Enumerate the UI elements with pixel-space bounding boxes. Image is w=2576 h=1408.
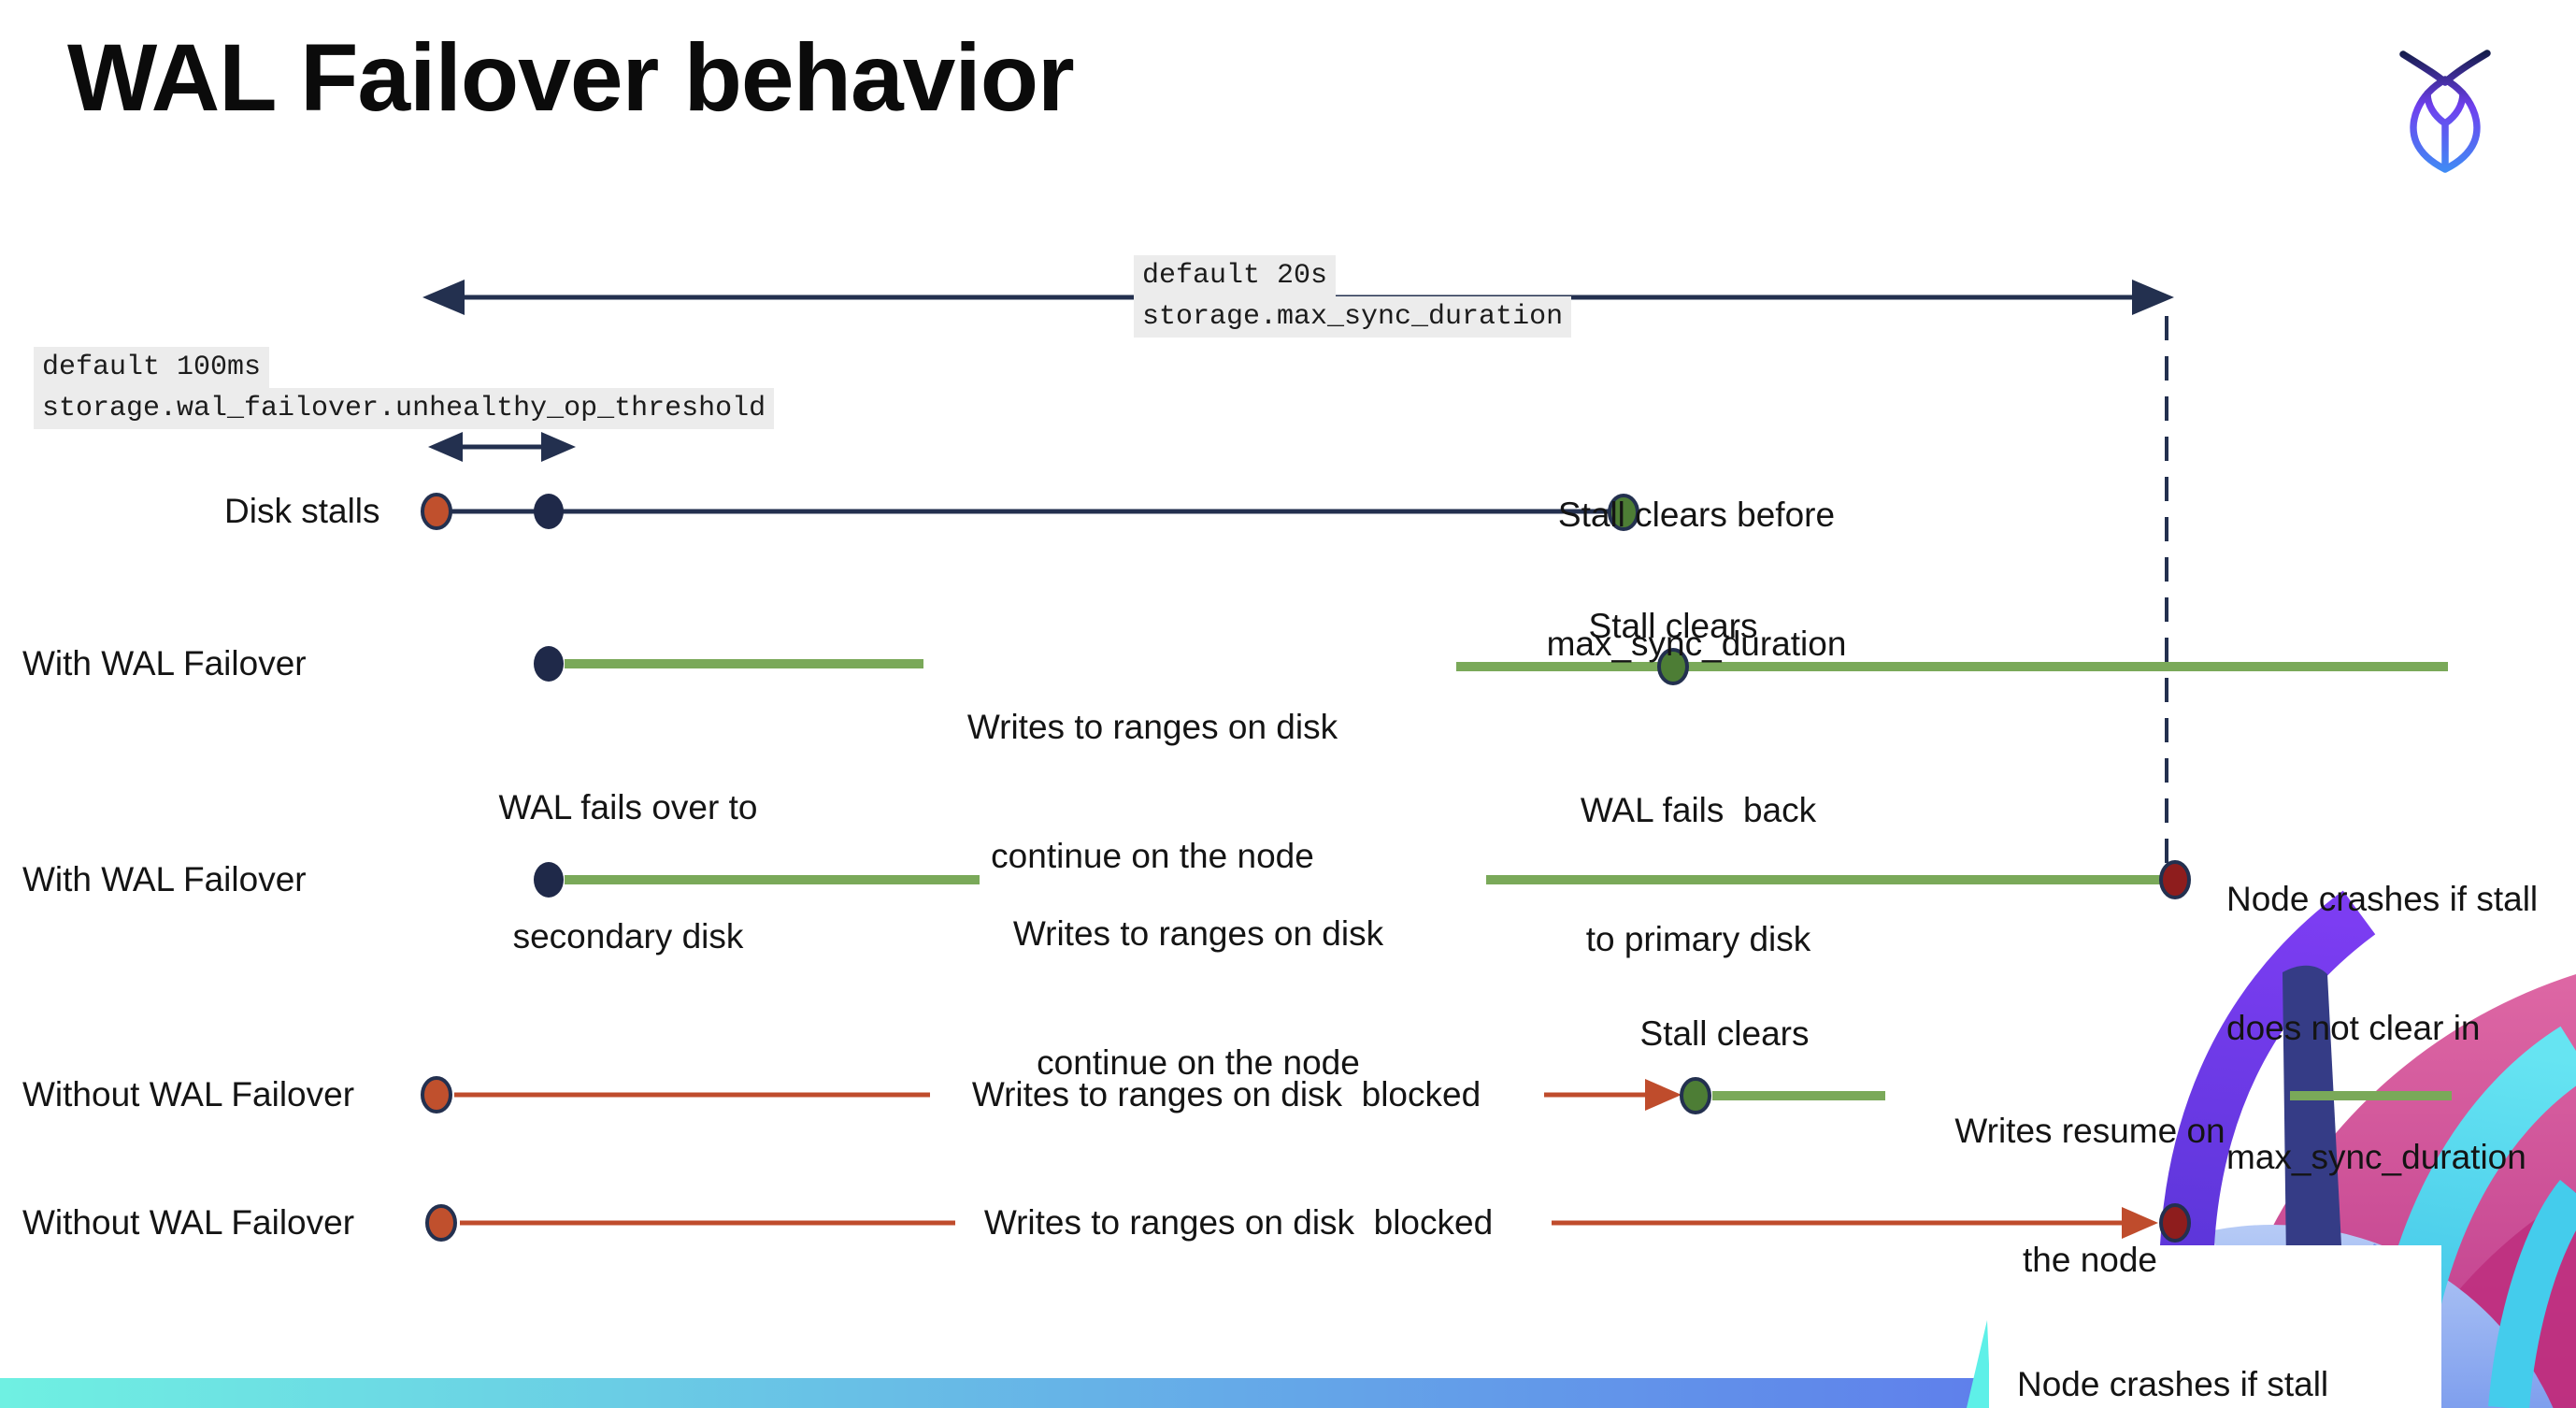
row-label-with-wal-failover-1: With WAL Failover — [22, 644, 307, 682]
annotation-stall-clears-2: Stall clears — [1639, 1014, 1810, 1053]
timeline-without-failover-crash — [425, 1203, 2191, 1243]
row-label-disk-stalls: Disk stalls — [224, 492, 380, 530]
annotation-writes-resume: Writes resume on the node — [1954, 1112, 2225, 1279]
threshold-dot — [534, 494, 564, 529]
timeline-with-failover-clears — [534, 646, 2448, 685]
unhealthy-op-threshold-default-label: default 100ms — [34, 347, 270, 388]
red-arrowhead-icon — [2122, 1207, 2158, 1239]
stall-clear-dot — [1608, 494, 1639, 531]
unhealthy-op-threshold-arrow — [428, 432, 576, 462]
arrowhead-right-icon — [2132, 280, 2174, 315]
timeline-without-failover-clears — [421, 1076, 2452, 1114]
max-sync-duration-setting-label: storage.max_sync_duration — [1134, 296, 1572, 338]
failover-dot — [534, 862, 564, 898]
row-label-without-wal-failover-2: Without WAL Failover — [22, 1203, 355, 1242]
max-sync-duration-default-label: default 20s — [1134, 255, 1337, 296]
red-arrowhead-icon — [1645, 1079, 1682, 1111]
annotation-stall-clears-1: Stall clears — [1588, 607, 1758, 645]
annotation-node-crashes-2: Node crashes if stall does not clear in … — [2017, 1365, 2329, 1403]
annotation-writes-continue-1: Writes to ranges on disk continue on the… — [966, 708, 1338, 875]
node-crashes-callout-box — [1989, 1245, 2441, 1408]
timeline-with-failover-crash — [534, 860, 2191, 899]
row-label-with-wal-failover-2: With WAL Failover — [22, 860, 307, 898]
stall-start-dot — [421, 493, 452, 530]
page-title: WAL Failover behavior — [67, 24, 1075, 131]
unhealthy-op-threshold-setting-label: storage.wal_failover.unhealthy_op_thresh… — [34, 388, 775, 429]
annotation-wal-fails-over: WAL fails over to secondary disk — [498, 788, 758, 955]
node-crash-dot — [2159, 1203, 2191, 1243]
arrowhead-left-icon — [422, 280, 465, 315]
timeline-disk-stalls — [421, 493, 1639, 531]
node-crash-dot — [2159, 860, 2191, 899]
cockroachdb-logo-icon — [2399, 50, 2491, 173]
stall-clear-dot — [1657, 648, 1689, 685]
stall-start-dot — [425, 1204, 457, 1242]
annotation-wal-fails-back: WAL fails back to primary disk — [1580, 791, 1817, 958]
annotation-stall-clears-before: Stall clears before max_sync_duration — [1546, 496, 1847, 663]
stall-start-dot — [421, 1076, 452, 1113]
annotation-node-crashes-1: Node crashes if stall does not clear in … — [2226, 880, 2539, 1176]
annotation-writes-blocked-2: Writes to ranges on disk blocked — [983, 1203, 1494, 1242]
stall-clear-dot — [1680, 1077, 1711, 1114]
failover-dot — [534, 646, 564, 682]
annotation-writes-blocked-1: Writes to ranges on disk blocked — [971, 1075, 1481, 1113]
annotation-writes-continue-2: Writes to ranges on disk continue on the… — [1012, 914, 1384, 1082]
row-label-without-wal-failover-1: Without WAL Failover — [22, 1075, 355, 1113]
